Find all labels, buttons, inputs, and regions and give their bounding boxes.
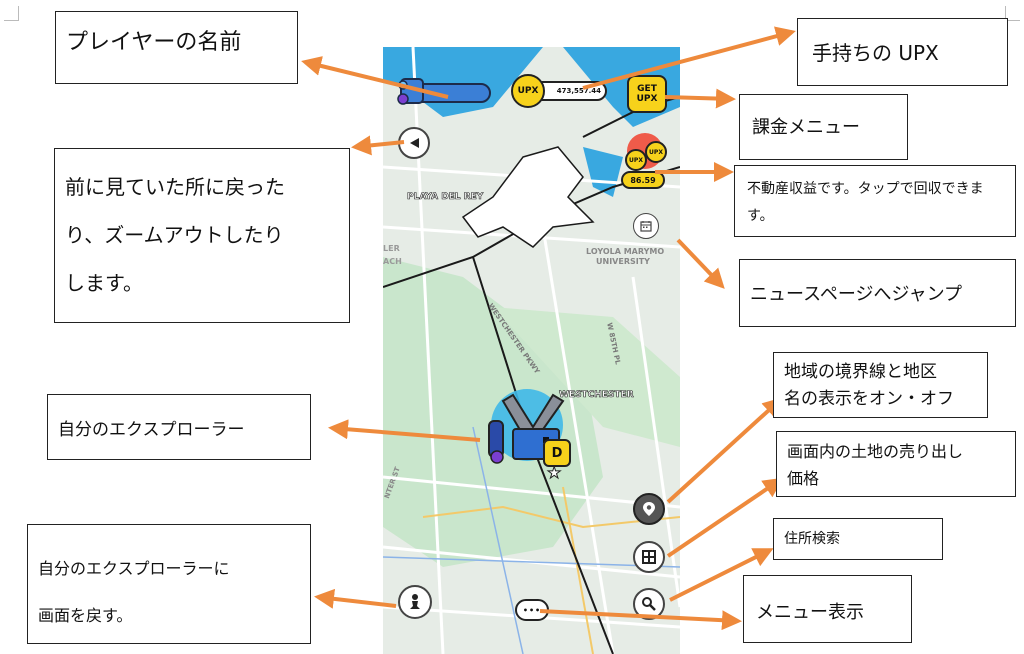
game-screen: PLAYA DEL REY LOYOLA MARYMO UNIVERSITY W… (383, 47, 680, 654)
star-icon: ★ (546, 463, 562, 482)
map-label-playa-del-rey: PLAYA DEL REY (407, 192, 484, 203)
map-label-loyola-1: LOYOLA MARYMO (586, 247, 665, 256)
get-upx-button[interactable]: GET UPX (627, 75, 667, 113)
callout-news-page-text: ニュースページへジャンプ (750, 284, 963, 305)
callout-back-zoom-line3: します。 (65, 271, 143, 295)
callout-menu-display-text: メニュー表示 (756, 602, 864, 623)
callout-address-search-text: 住所検索 (784, 531, 840, 547)
explorer-rank: D (551, 445, 563, 461)
player-avatar[interactable] (395, 73, 427, 109)
callout-purchase-menu-text: 課金メニュー (752, 117, 860, 138)
callout-back-zoom-line1: 前に見ていた所に戻った (65, 175, 285, 199)
price-tag-icon (642, 550, 656, 564)
map-pin-icon (643, 502, 655, 516)
page-corner-top-left (4, 6, 19, 21)
income-coin-a-label: UPX (629, 156, 643, 164)
player-avatar-icon (397, 78, 424, 105)
callout-boundary-line2: 名の表示をオン・オフ (784, 389, 954, 409)
callout-purchase-menu: 課金メニュー (739, 94, 908, 160)
upx-coin-label: UPX (517, 86, 539, 96)
chess-pawn-icon (410, 594, 420, 609)
income-coin-a: UPX (625, 149, 647, 171)
page-corner-top-right (1005, 6, 1020, 21)
land-price-button[interactable] (633, 541, 665, 573)
back-arrow-icon (410, 138, 419, 148)
callout-property-income-text: 不動産収益です。タップで回収できます。 (747, 181, 984, 224)
callout-return-explorer-line1: 自分のエクスプローラーに (38, 559, 230, 578)
callout-address-search: 住所検索 (773, 518, 943, 560)
callout-news-page: ニュースページへジャンプ (739, 259, 1016, 327)
callout-back-zoom-line2: り、ズームアウトしたり (65, 223, 284, 247)
callout-boundary-toggle: 地域の境界線と地区 名の表示をオン・オフ (773, 352, 988, 418)
arrow-land-price (666, 477, 784, 558)
explorer-icon (488, 393, 565, 464)
address-search-button[interactable] (633, 588, 665, 620)
map-label-ler: LER (383, 244, 400, 253)
upx-coin[interactable]: UPX (511, 74, 545, 108)
callout-boundary-line1: 地域の境界線と地区 (784, 362, 937, 382)
map-label-ach: ACH (383, 257, 402, 266)
upx-balance-value: 473,557.44 (556, 87, 601, 95)
income-amount: 86.59 (630, 175, 656, 185)
callout-menu-display: メニュー表示 (743, 575, 912, 643)
calendar-icon (640, 221, 652, 232)
boundary-toggle-button[interactable] (633, 493, 665, 525)
search-icon (642, 597, 656, 611)
callout-land-price-line2: 価格 (787, 469, 820, 488)
callout-back-zoom: 前に見ていた所に戻った り、ズームアウトしたり します。 (54, 148, 350, 323)
back-button[interactable] (398, 127, 430, 159)
map-label-westchester: WESTCHESTER (559, 390, 634, 401)
callout-my-explorer: 自分のエクスプローラー (47, 394, 311, 460)
callout-player-name: プレイヤーの名前 (55, 11, 298, 84)
explorer-rank-badge: D (543, 439, 571, 467)
arrow-boundary (666, 397, 783, 504)
income-amount-pill: 86.59 (621, 171, 665, 189)
callout-my-explorer-text: 自分のエクスプローラー (58, 420, 245, 440)
callout-return-explorer: 自分のエクスプローラーに 画面を戻す。 (27, 524, 311, 644)
get-upx-line2: UPX (636, 94, 658, 104)
more-dots-icon: ••• (522, 605, 542, 615)
callout-player-name-text: プレイヤーの名前 (66, 30, 242, 55)
property-income-widget[interactable]: UPX UPX 86.59 (621, 127, 673, 193)
arrow-news (676, 238, 725, 289)
callout-upx-held-text: 手持ちの UPX (812, 41, 939, 65)
return-to-explorer-button[interactable] (398, 585, 432, 619)
callout-property-income: 不動産収益です。タップで回収できます。 (734, 165, 1016, 237)
get-upx-line1: GET (637, 84, 657, 94)
income-coin-b-label: UPX (649, 148, 663, 156)
menu-button[interactable]: ••• (515, 599, 549, 621)
income-coin-b: UPX (645, 141, 667, 163)
callout-land-price: 画面内の土地の売り出し 価格 (776, 431, 1016, 497)
callout-upx-held: 手持ちの UPX (797, 18, 1008, 86)
callout-return-explorer-line2: 画面を戻す。 (38, 606, 133, 625)
my-explorer[interactable]: D ★ (483, 387, 593, 487)
news-button[interactable] (633, 213, 659, 239)
callout-land-price-line1: 画面内の土地の売り出し (787, 442, 964, 461)
map-label-loyola-2: UNIVERSITY (596, 257, 650, 266)
